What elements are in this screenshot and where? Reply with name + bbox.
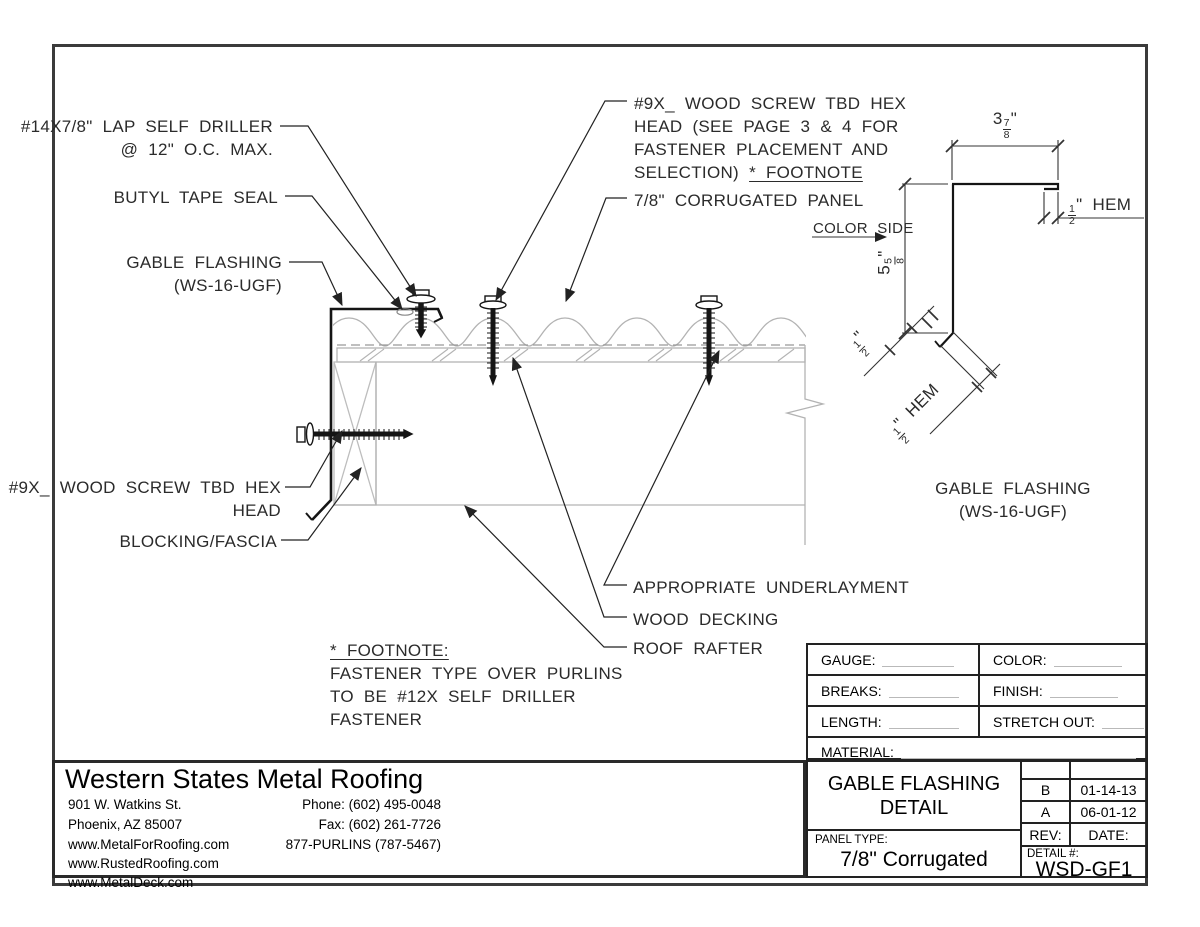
detail-number-cell: DETAIL #: WSD-GF1 — [1022, 847, 1146, 882]
company-web-2: www.RustedRoofing.com — [68, 856, 219, 871]
callout-butyl-tape: BUTYL TAPE SEAL — [113, 188, 278, 207]
callout-roof-rafter: ROOF RAFTER — [633, 639, 764, 658]
callout-lap-self-driller: #14X7/8" LAP SELF DRILLER @ 12" O.C. MAX… — [20, 117, 273, 159]
panel-type-label: PANEL TYPE: — [815, 834, 888, 846]
panel-type-cell: PANEL TYPE: 7/8" Corrugated — [808, 831, 1020, 878]
rev-a: A — [1022, 802, 1071, 822]
detail-number-value: WSD-GF1 — [1035, 858, 1133, 881]
company-web-3: www.MetalDeck.com — [68, 875, 194, 890]
breaks-blank — [888, 684, 959, 698]
rev-b-date: 01-14-13 — [1080, 782, 1137, 798]
rev-b: B — [1022, 780, 1071, 800]
drawing-title: GABLE FLASHING DETAIL — [808, 762, 1020, 831]
callout-wood-screw-left: #9X_ WOOD SCREW TBD HEX HEAD — [8, 478, 281, 520]
color-blank — [1053, 653, 1122, 667]
length-blank — [888, 715, 959, 729]
callout-blocking-fascia: BLOCKING/FASCIA — [119, 532, 277, 551]
company-phone: Phone: (602) 495-0048 — [302, 797, 441, 812]
sheet-border — [52, 44, 1148, 886]
company-fax: Fax: (602) 261-7726 — [318, 817, 441, 832]
company-address-1: 901 W. Watkins St. — [68, 797, 182, 812]
callout-gable-flashing: GABLE FLASHING (WS-16-UGF) — [126, 253, 282, 295]
spec-row-3: LENGTH: STRETCH OUT: — [808, 707, 1146, 738]
callout-underlayment: APPROPRIATE UNDERLAYMENT — [633, 578, 910, 597]
material-blank — [900, 745, 1136, 759]
spec-row-2: BREAKS: FINISH: — [808, 676, 1146, 707]
color-field: COLOR: — [980, 645, 1146, 674]
company-address-2: Phoenix, AZ 85007 — [68, 817, 183, 832]
spec-table: GAUGE: COLOR: BREAKS: FINISH: LENGTH: ST… — [806, 643, 1148, 760]
company-name: Western States Metal Roofing — [65, 764, 424, 794]
color-side-label: COLOR SIDE — [813, 220, 914, 237]
stretch-out-blank — [1101, 715, 1144, 729]
rev-row-b: B 01-14-13 — [1022, 780, 1146, 802]
finish-field: FINISH: — [980, 676, 1146, 705]
callout-corrugated-panel: 7/8" CORRUGATED PANEL — [634, 191, 864, 210]
spec-row-4: MATERIAL: — [808, 738, 1146, 766]
company-block: Western States Metal Roofing 901 W. Watk… — [52, 760, 806, 890]
title-block: GABLE FLASHING DETAIL PANEL TYPE: 7/8" C… — [806, 760, 1022, 878]
callout-wood-screw-top: #9X_ WOOD SCREW TBD HEX HEAD (SEE PAGE 3… — [634, 94, 907, 182]
material-field: MATERIAL: — [808, 738, 1146, 766]
rev-a-date: 06-01-12 — [1080, 804, 1137, 820]
gauge-blank — [882, 653, 955, 667]
rev-label: REV: — [1022, 824, 1071, 845]
detail-number-label: DETAIL #: — [1027, 848, 1079, 860]
spec-row-1: GAUGE: COLOR: — [808, 645, 1146, 676]
revision-table: B 01-14-13 A 06-01-12 REV: DATE: DETAIL … — [1022, 760, 1148, 881]
gauge-field: GAUGE: — [808, 645, 980, 674]
date-label: DATE: — [1088, 826, 1129, 843]
company-tollfree: 877-PURLINS (787-5467) — [285, 837, 441, 852]
profile-caption: GABLE FLASHING (WS-16-UGF) — [935, 479, 1091, 521]
breaks-field: BREAKS: — [808, 676, 980, 705]
length-field: LENGTH: — [808, 707, 980, 736]
rev-header-row: REV: DATE: — [1022, 824, 1146, 847]
rev-row-empty — [1022, 762, 1146, 780]
finish-blank — [1049, 684, 1118, 698]
panel-type-value: 7/8" Corrugated — [840, 848, 988, 871]
footnote-block: * FOOTNOTE: FASTENER TYPE OVER PURLINS T… — [330, 641, 623, 729]
company-web-1: www.MetalForRoofing.com — [68, 837, 230, 852]
callout-wood-decking: WOOD DECKING — [633, 610, 779, 629]
rev-row-a: A 06-01-12 — [1022, 802, 1146, 824]
stretch-out-field: STRETCH OUT: — [980, 707, 1146, 736]
